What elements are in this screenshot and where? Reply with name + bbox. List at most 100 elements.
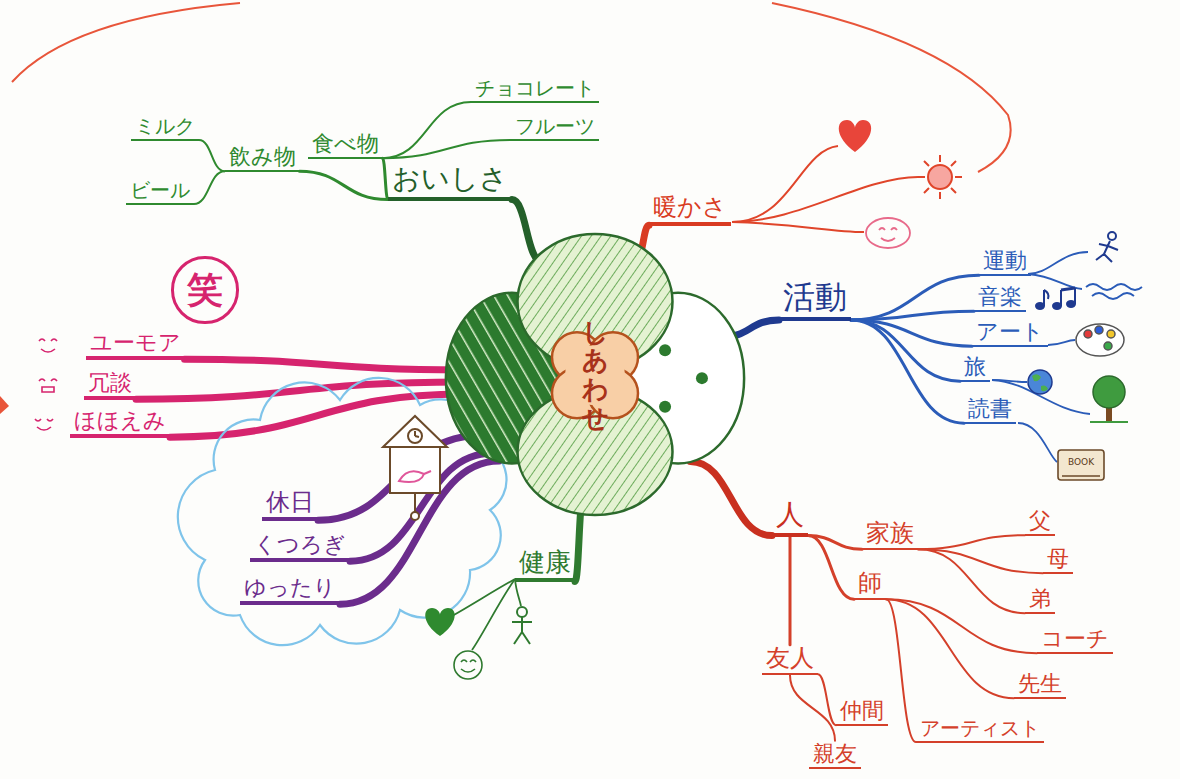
palette-icon xyxy=(1076,324,1124,356)
node-text: アーティスト xyxy=(920,717,1040,740)
activity-twig xyxy=(1028,252,1088,274)
music-notes-icon xyxy=(1036,303,1044,309)
node-text: コーチ xyxy=(1041,626,1109,651)
main-branch-word: ゆったり xyxy=(240,575,340,605)
clock-house-icon xyxy=(383,416,447,447)
node-text: 家族 xyxy=(866,520,914,548)
outer-arc xyxy=(772,3,1011,172)
stick-figure-icon xyxy=(517,607,527,617)
node-text: フルーツ xyxy=(515,115,595,138)
node-text: しあわせ xyxy=(569,318,621,432)
green-heart-icon xyxy=(425,608,454,636)
branch-line xyxy=(886,599,1014,698)
health-twig xyxy=(472,579,515,650)
main-branch-word: おいしさ xyxy=(388,163,512,200)
smile-face-icon xyxy=(866,218,910,248)
node-text: 食べ物 xyxy=(312,131,379,156)
branch-word: 母 xyxy=(1043,546,1073,574)
tree-icon xyxy=(1090,421,1128,423)
heart-icon xyxy=(839,120,871,152)
main-branch-word: 冗談 xyxy=(84,370,136,400)
branch-line xyxy=(690,461,772,535)
node-text: ユーモア xyxy=(90,330,181,355)
warmth-twig xyxy=(732,146,918,232)
activity-twig xyxy=(1018,423,1057,462)
node-text: 運動 xyxy=(983,248,1027,273)
node-text: 飲み物 xyxy=(229,144,296,169)
music-notes-icon xyxy=(1043,290,1045,306)
clock-house-icon xyxy=(383,416,447,520)
palette-icon xyxy=(1076,324,1124,356)
music-notes-icon xyxy=(1060,290,1062,306)
branch-line xyxy=(790,675,835,741)
music-notes-icon xyxy=(1074,288,1076,304)
main-branch-word: ユーモア xyxy=(86,330,185,360)
palette-icon xyxy=(1107,330,1115,338)
branch-word: 飲み物 xyxy=(225,144,300,172)
tree-icon xyxy=(1090,376,1128,422)
node-text: 休日 xyxy=(266,489,314,517)
palette-icon xyxy=(1104,342,1112,350)
tree-icon xyxy=(1093,376,1125,408)
branch-word: ビール xyxy=(126,179,194,205)
node-text: おいしさ xyxy=(392,163,508,195)
laugh-face-icon xyxy=(37,427,51,430)
icon-label: BOOK xyxy=(1068,458,1094,468)
health-twig xyxy=(515,579,521,606)
branch-word: 旅 xyxy=(960,354,990,382)
laugh-face-icon xyxy=(39,339,57,341)
main-branch-word: くつろぎ xyxy=(250,532,350,562)
branch-line xyxy=(886,599,916,742)
branch-line xyxy=(789,537,792,645)
palette-icon xyxy=(1084,330,1092,338)
node-text: 健康 xyxy=(519,548,571,578)
main-branch-word: 暖かさ xyxy=(649,194,731,227)
face-icon xyxy=(454,651,482,679)
activity-twig xyxy=(1028,274,1082,289)
smile-face-icon xyxy=(879,228,897,230)
face-icon xyxy=(454,651,482,679)
branch-line xyxy=(851,275,979,320)
branch-word: チョコレート xyxy=(471,77,599,103)
laugh-face-icon xyxy=(41,349,55,352)
sun-icon xyxy=(918,155,962,199)
music-notes-icon xyxy=(1061,288,1075,290)
node-text: くつろぎ xyxy=(254,532,346,557)
branch-line xyxy=(199,140,225,171)
branch-line xyxy=(851,311,974,320)
branch-line xyxy=(194,171,225,204)
stick-figure-icon xyxy=(512,607,532,644)
branch-word: 師 xyxy=(854,570,886,601)
globe-icon xyxy=(1028,370,1052,394)
clock-house-icon xyxy=(390,447,440,493)
node-text: 友人 xyxy=(766,645,814,673)
node-text: 暖かさ xyxy=(653,194,727,222)
branch-word: アーティスト xyxy=(916,717,1044,743)
health-twig xyxy=(452,579,521,650)
warmth-twig xyxy=(732,222,864,232)
branch-word: 親友 xyxy=(809,741,861,769)
laugh-circle: 笑 xyxy=(171,256,238,323)
branch-line xyxy=(383,102,472,158)
palette-icon xyxy=(1095,326,1103,334)
leaf-dot xyxy=(659,400,671,412)
branch-line xyxy=(185,359,464,370)
laugh-face-icon xyxy=(39,339,57,352)
node-text: 仲間 xyxy=(840,698,884,723)
heart-icon xyxy=(839,120,871,152)
node-text: 旅 xyxy=(964,354,986,379)
book-icon xyxy=(1062,475,1100,477)
laugh-face-icon xyxy=(35,419,53,421)
branch-word: 家族 xyxy=(862,520,918,551)
node-text: ほほえみ xyxy=(74,408,166,433)
laugh-face-icon xyxy=(35,419,53,430)
runner-icon xyxy=(1096,241,1118,262)
node-text: ビール xyxy=(130,179,190,202)
node-text: 音楽 xyxy=(978,284,1022,309)
node-text: ミルク xyxy=(135,115,195,138)
branch-word: コーチ xyxy=(1037,626,1113,654)
main-branch-word: 休日 xyxy=(262,489,318,522)
runner-icon xyxy=(1096,232,1118,262)
